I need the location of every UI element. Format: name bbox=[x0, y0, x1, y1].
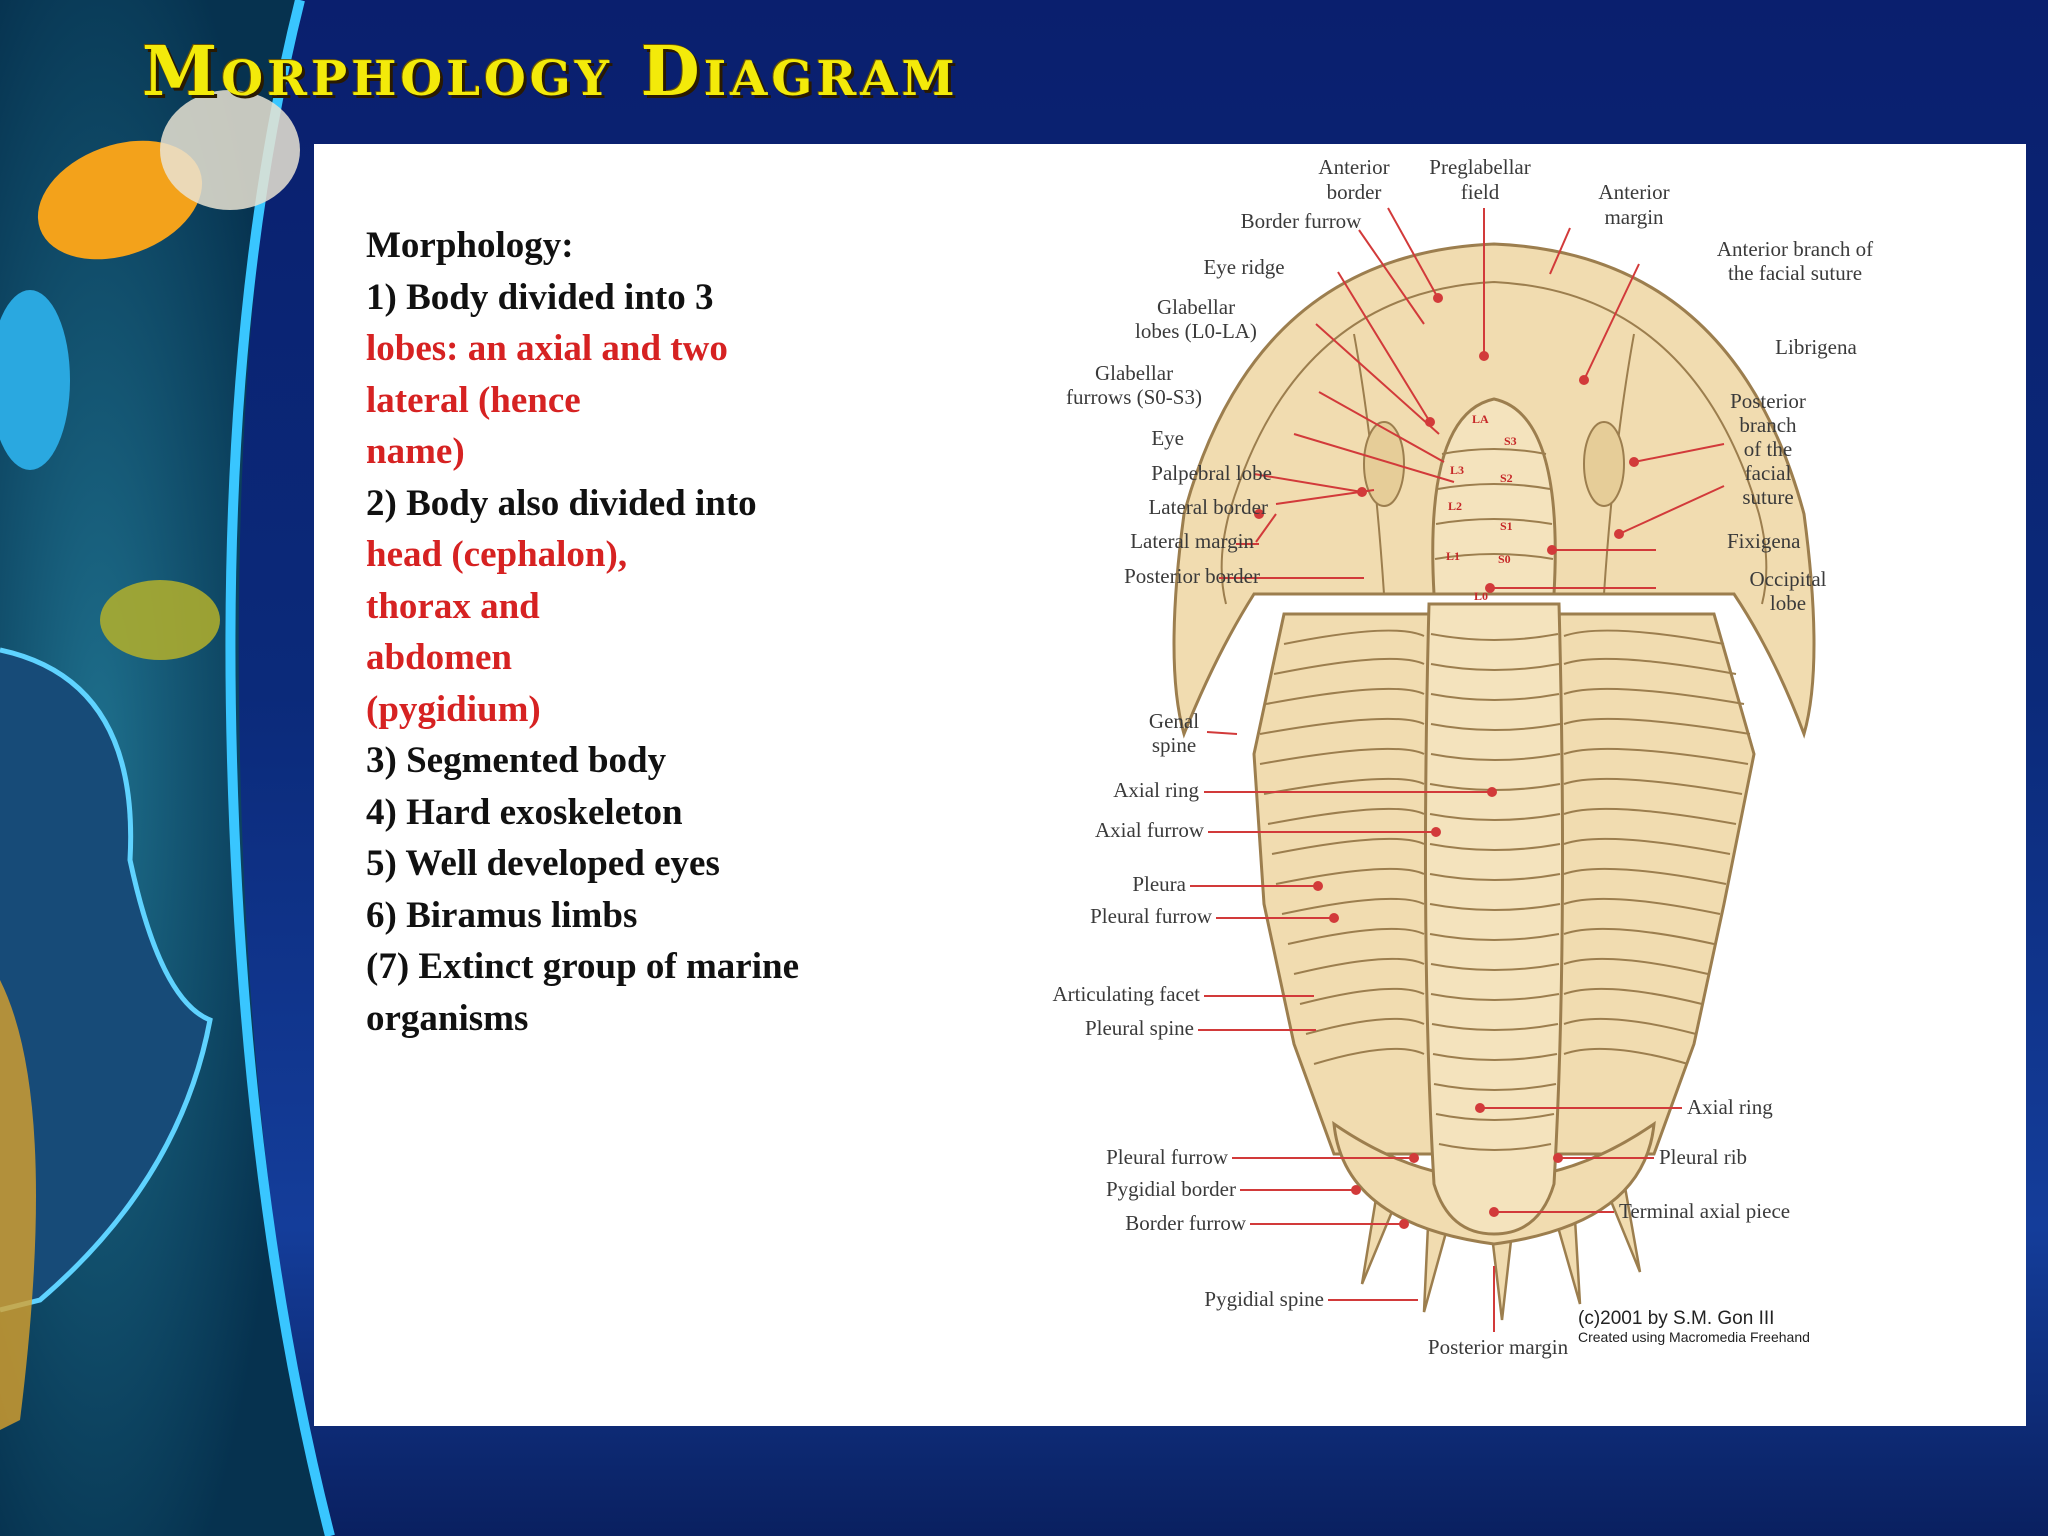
right-eye bbox=[1583, 421, 1625, 507]
code-s3: S3 bbox=[1504, 434, 1517, 448]
diagram-labels: Anterior border Preglabellar field Anter… bbox=[1052, 155, 1873, 1359]
code-s1: S1 bbox=[1500, 519, 1513, 533]
morphology-line: lateral (hence bbox=[366, 379, 581, 421]
label-posterior-branch-4: facial bbox=[1745, 461, 1792, 485]
label-pleural-furrow: Pleural furrow bbox=[1090, 904, 1213, 928]
label-border-furrow-pyg: Border furrow bbox=[1125, 1211, 1247, 1235]
label-occipital-2: lobe bbox=[1770, 591, 1806, 615]
morphology-line: 2) Body also divided into bbox=[366, 482, 757, 524]
blue-fish bbox=[0, 290, 70, 470]
label-pleural-furrow-pyg: Pleural furrow bbox=[1106, 1145, 1229, 1169]
label-lateral-margin: Lateral margin bbox=[1130, 529, 1254, 553]
label-occipital-1: Occipital bbox=[1750, 567, 1827, 591]
morphology-line: name) bbox=[366, 431, 465, 472]
glabella bbox=[1431, 397, 1557, 596]
label-anterior-margin-1: Anterior bbox=[1598, 180, 1669, 204]
morphology-line: 4) Hard exoskeleton bbox=[366, 791, 683, 833]
label-eye-ridge: Eye ridge bbox=[1203, 255, 1284, 279]
label-pygidial-border: Pygidial border bbox=[1106, 1177, 1236, 1201]
label-anterior-branch-1: Anterior branch of bbox=[1717, 237, 1873, 261]
glabellar-furrows bbox=[1434, 448, 1554, 560]
yellow-fish bbox=[100, 580, 220, 660]
code-la: LA bbox=[1472, 412, 1489, 426]
label-posterior-branch-2: branch bbox=[1739, 413, 1797, 437]
label-eye: Eye bbox=[1151, 426, 1184, 450]
morphology-text: Morphology: 1) Body divided into 3 lobes: … bbox=[366, 220, 926, 1044]
leader-lines bbox=[1190, 207, 1725, 1332]
label-axial-furrow: Axial furrow bbox=[1095, 818, 1205, 842]
code-l1: L1 bbox=[1446, 549, 1460, 563]
label-anterior-border-2: border bbox=[1327, 180, 1382, 204]
border-furrow-line bbox=[1220, 281, 1768, 605]
morphology-line: Morphology: bbox=[366, 225, 574, 266]
morphology-line: organisms bbox=[366, 997, 529, 1039]
label-posterior-branch-1: Posterior bbox=[1730, 389, 1806, 413]
credit-line-1: (c)2001 by S.M. Gon III bbox=[1578, 1308, 1774, 1329]
label-posterior-border: Posterior border bbox=[1124, 564, 1260, 588]
slide-title: Morphology Diagram bbox=[142, 32, 959, 112]
content-panel: Morphology: 1) Body divided into 3 lobes: … bbox=[314, 144, 2026, 1426]
morphology-line: 3) Segmented body bbox=[366, 740, 667, 781]
label-anterior-branch-2: the facial suture bbox=[1728, 261, 1862, 285]
label-anterior-margin-2: margin bbox=[1604, 205, 1664, 229]
credit-line-2: Created using Macromedia Freehand bbox=[1578, 1329, 1810, 1345]
label-preglabellar-1: Preglabellar bbox=[1429, 155, 1530, 179]
label-genal-spine-2: spine bbox=[1152, 733, 1196, 757]
label-glabellar-lobes-2: lobes (L0-LA) bbox=[1135, 319, 1257, 343]
trilobite-body: LA S3 L3 S2 L2 S1 L1 S0 L0 bbox=[1172, 242, 1816, 1321]
label-terminal-axial-piece: Terminal axial piece bbox=[1619, 1199, 1790, 1223]
label-posterior-margin: Posterior margin bbox=[1428, 1335, 1569, 1359]
code-l0: L0 bbox=[1474, 589, 1488, 603]
orange-fish bbox=[37, 140, 203, 260]
morphology-line: (7) Extinct group of marine bbox=[366, 946, 799, 987]
code-l3: L3 bbox=[1450, 463, 1464, 477]
pleural-segments bbox=[1259, 629, 1751, 1065]
axial-lobe bbox=[1423, 602, 1565, 1236]
label-pleura: Pleura bbox=[1132, 872, 1186, 896]
morphology-line: (pygidium) bbox=[366, 688, 541, 730]
label-librigena: Librigena bbox=[1775, 335, 1857, 359]
label-pleural-spine: Pleural spine bbox=[1085, 1016, 1194, 1040]
label-glabellar-lobes-1: Glabellar bbox=[1157, 295, 1235, 319]
morphology-line: 5) Well developed eyes bbox=[366, 843, 720, 884]
morphology-line: head (cephalon), bbox=[366, 534, 628, 575]
label-lateral-border: Lateral border bbox=[1148, 495, 1268, 519]
label-fixigena: Fixigena bbox=[1727, 529, 1801, 553]
code-s0: S0 bbox=[1498, 552, 1511, 566]
morphology-line: 6) Biramus limbs bbox=[366, 894, 638, 936]
trilobite-diagram: LA S3 L3 S2 L2 S1 L1 S0 L0 bbox=[1052, 155, 1873, 1359]
axial-rings bbox=[1429, 633, 1561, 1151]
morphology-line: 1) Body divided into 3 bbox=[366, 276, 714, 318]
label-articulating-facet: Articulating facet bbox=[1052, 982, 1200, 1006]
morphology-line: thorax and bbox=[366, 585, 540, 627]
label-glabellar-furrows-2: furrows (S0-S3) bbox=[1066, 385, 1202, 409]
label-posterior-branch-3: of the bbox=[1744, 437, 1792, 461]
label-pleural-rib: Pleural rib bbox=[1659, 1145, 1747, 1169]
morphology-line: lobes: an axial and two bbox=[366, 328, 728, 369]
code-l2: L2 bbox=[1448, 499, 1462, 513]
label-axial-ring-pyg: Axial ring bbox=[1687, 1095, 1773, 1119]
label-border-furrow: Border furrow bbox=[1241, 209, 1363, 233]
label-glabellar-furrows-1: Glabellar bbox=[1095, 361, 1173, 385]
label-palpebral-lobe: Palpebral lobe bbox=[1151, 461, 1272, 485]
white-fish bbox=[160, 90, 300, 210]
angelfish bbox=[0, 650, 210, 1310]
label-genal-spine-1: Genal bbox=[1149, 709, 1199, 733]
leader-dots bbox=[1254, 293, 1639, 1229]
label-preglabellar-2: field bbox=[1461, 180, 1500, 204]
morphology-line: abdomen bbox=[366, 637, 512, 678]
label-pygidial-spine: Pygidial spine bbox=[1204, 1287, 1324, 1311]
code-s2: S2 bbox=[1500, 471, 1513, 485]
label-posterior-branch-5: suture bbox=[1742, 485, 1793, 509]
label-anterior-border-1: Anterior bbox=[1318, 155, 1389, 179]
left-eye bbox=[1363, 421, 1405, 507]
cyan-arc bbox=[225, 0, 335, 1536]
label-axial-ring: Axial ring bbox=[1113, 778, 1199, 802]
